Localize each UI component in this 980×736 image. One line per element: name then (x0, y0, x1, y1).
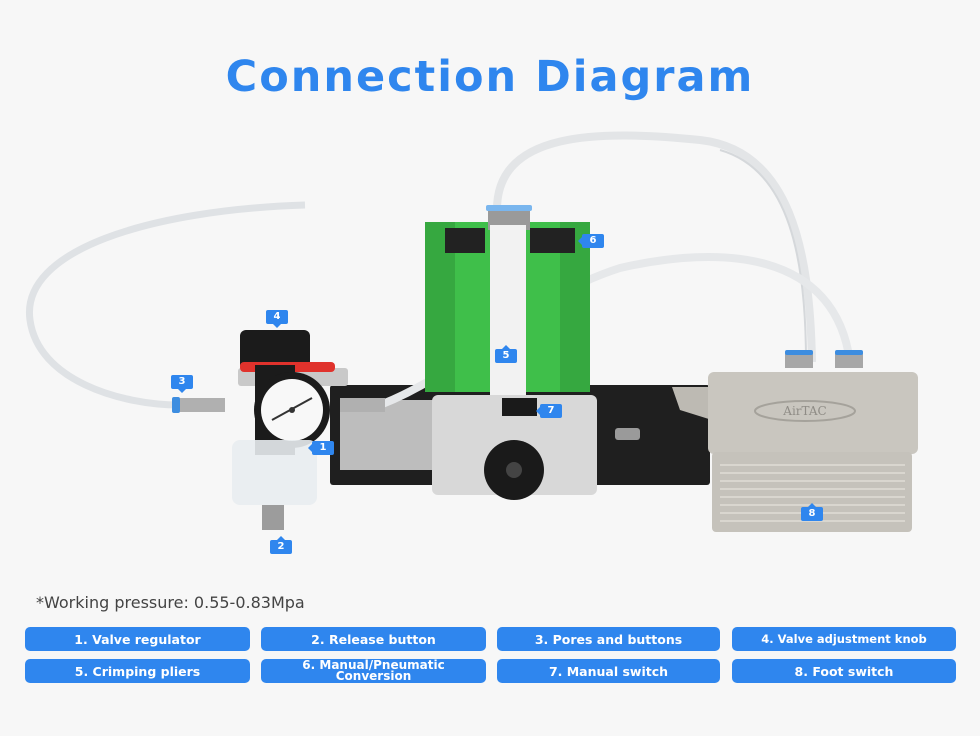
connection-diagram: AirTAC 1 2 3 4 5 6 7 8 (26, 131, 918, 554)
adjustment-knob (240, 330, 310, 370)
marker-4: 4 (266, 310, 288, 328)
working-pressure-note: *Working pressure: 0.55-0.83Mpa (36, 593, 305, 612)
marker-7: 7 (536, 404, 562, 418)
marker-2: 2 (270, 536, 292, 554)
legend-release-button: 2. Release button (261, 627, 486, 651)
page-title: Connection Diagram (225, 52, 755, 102)
air-tube-inlet (26, 201, 306, 409)
legend-foot-switch: 8. Foot switch (732, 659, 956, 683)
marker-6: 6 (578, 234, 604, 248)
legend-line-1: 6. Manual/Pneumatic (302, 658, 445, 672)
marker-5: 5 (495, 345, 517, 363)
filter-bowl (232, 440, 317, 505)
marker-3: 3 (171, 375, 193, 393)
equipment-illustration: AirTAC (26, 131, 918, 532)
legend-manual-switch: 7. Manual switch (497, 659, 720, 683)
foot-switch-body (708, 372, 918, 454)
legend-valve-regulator: 1. Valve regulator (25, 627, 250, 651)
air-tube-top (492, 131, 816, 363)
marker-1: 1 (308, 441, 334, 455)
legend-pores-and-buttons: 3. Pores and buttons (497, 627, 720, 651)
marker-8: 8 (801, 503, 823, 521)
legend-valve-adjustment-knob: 4. Valve adjustment knob (732, 627, 956, 651)
legend-line-2: Conversion (335, 669, 412, 683)
legend-crimping-pliers: 5. Crimping pliers (25, 659, 250, 683)
svg-text:AirTAC: AirTAC (782, 404, 826, 418)
cylinder-label (490, 225, 526, 405)
legend-manual-pneumatic-conversion: 6. Manual/Pneumatic Conversion (261, 659, 486, 683)
